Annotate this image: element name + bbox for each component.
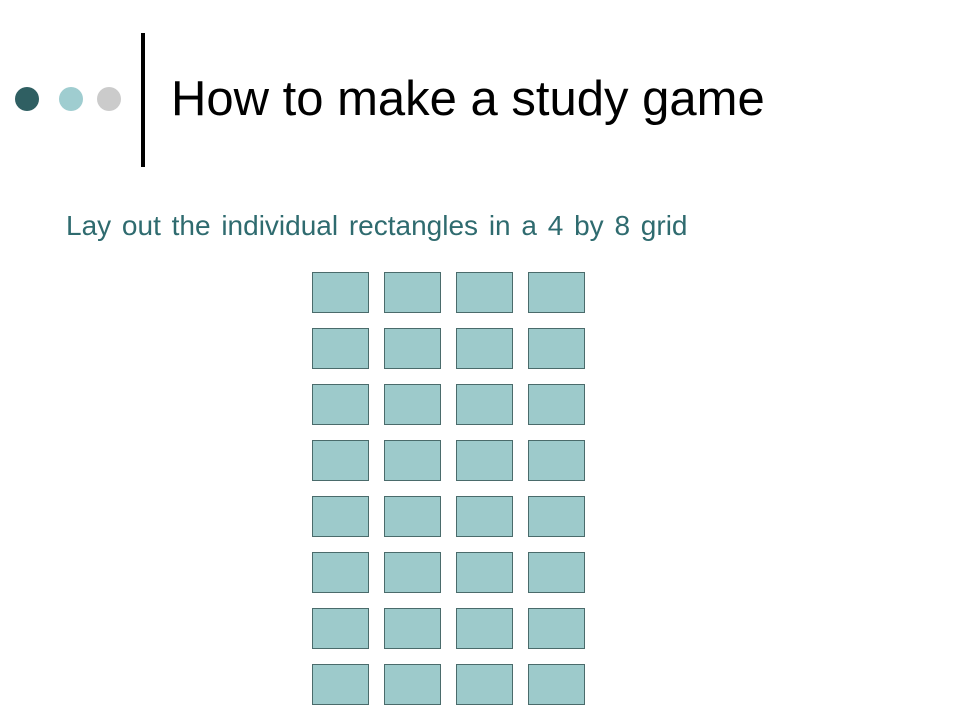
grid-rectangle xyxy=(312,496,369,537)
grid-rectangle xyxy=(384,496,441,537)
grid-rectangle xyxy=(456,496,513,537)
decorative-dot-dark xyxy=(15,87,39,111)
grid-rectangle xyxy=(528,328,585,369)
title-divider-line xyxy=(141,33,145,167)
grid-rectangle xyxy=(456,664,513,705)
decorative-dot-gray xyxy=(97,87,121,111)
grid-rectangle xyxy=(312,328,369,369)
grid-rectangle xyxy=(384,328,441,369)
grid-rectangle xyxy=(384,664,441,705)
grid-rectangle xyxy=(384,440,441,481)
grid-rectangle xyxy=(312,608,369,649)
grid-rectangle xyxy=(312,552,369,593)
grid-rectangle xyxy=(312,272,369,313)
rectangle-grid xyxy=(312,272,585,705)
grid-rectangle xyxy=(528,440,585,481)
grid-rectangle xyxy=(456,384,513,425)
grid-rectangle xyxy=(312,664,369,705)
grid-rectangle xyxy=(384,272,441,313)
grid-rectangle xyxy=(456,440,513,481)
grid-rectangle xyxy=(528,664,585,705)
slide-title: How to make a study game xyxy=(171,72,765,126)
grid-rectangle xyxy=(384,608,441,649)
grid-rectangle xyxy=(384,384,441,425)
grid-rectangle xyxy=(456,272,513,313)
grid-rectangle xyxy=(312,440,369,481)
grid-rectangle xyxy=(384,552,441,593)
decorative-dot-light xyxy=(59,87,83,111)
grid-rectangle xyxy=(456,552,513,593)
grid-rectangle xyxy=(456,608,513,649)
slide-body-text: Lay out the individual rectangles in a 4… xyxy=(66,210,688,241)
grid-rectangle xyxy=(312,384,369,425)
grid-rectangle xyxy=(528,272,585,313)
grid-rectangle xyxy=(456,328,513,369)
grid-rectangle xyxy=(528,496,585,537)
grid-rectangle xyxy=(528,384,585,425)
grid-rectangle xyxy=(528,608,585,649)
grid-rectangle xyxy=(528,552,585,593)
